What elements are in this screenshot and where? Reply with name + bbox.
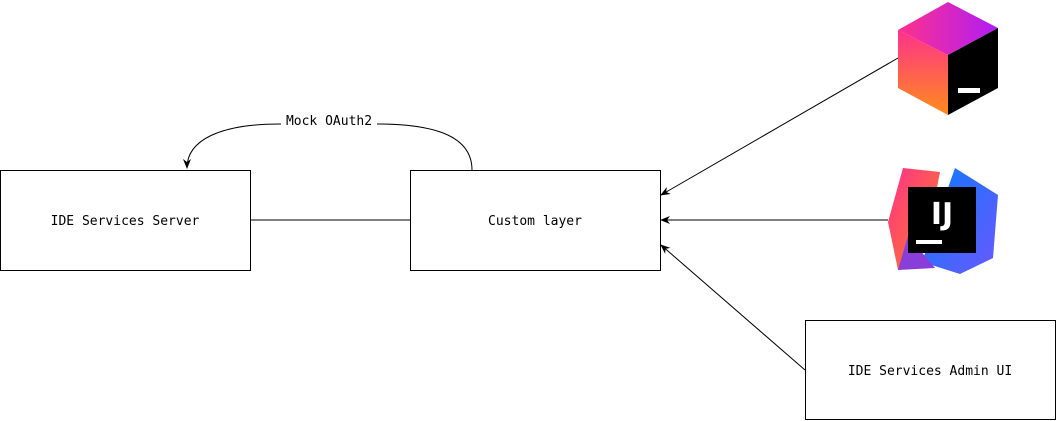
toolbox-left-face — [898, 30, 948, 115]
toolbox-to-custom-layer-arrow — [660, 57, 899, 196]
custom-layer-label: Custom layer — [488, 214, 582, 229]
server-node[interactable]: IDE Services Server — [0, 170, 251, 271]
mock-oauth-arrow — [183, 123, 473, 171]
custom-layer-node[interactable]: Custom layer — [410, 170, 661, 271]
mock-oauth-label-bg — [281, 112, 377, 130]
intellij-underscore — [916, 240, 942, 244]
intellij-letters: IJ — [931, 197, 953, 232]
toolbox-front-face — [948, 28, 998, 115]
admin-ui-box — [805, 320, 1056, 420]
admin-ui-node[interactable]: IDE Services Admin UI — [805, 320, 1056, 420]
custom-layer-box — [410, 170, 661, 271]
intellij-idea-icon[interactable]: IJ — [888, 168, 998, 274]
mock-oauth-label: Mock OAuth2 — [286, 114, 372, 129]
toolbox-cursor-bar — [958, 88, 980, 93]
server-label: IDE Services Server — [51, 214, 200, 229]
admin-ui-to-custom-layer-arrow — [660, 244, 806, 371]
jetbrains-toolbox-icon[interactable] — [898, 2, 998, 115]
admin-ui-label: IDE Services Admin UI — [848, 364, 1012, 379]
toolbox-top-face — [898, 2, 998, 55]
server-box — [0, 170, 251, 271]
